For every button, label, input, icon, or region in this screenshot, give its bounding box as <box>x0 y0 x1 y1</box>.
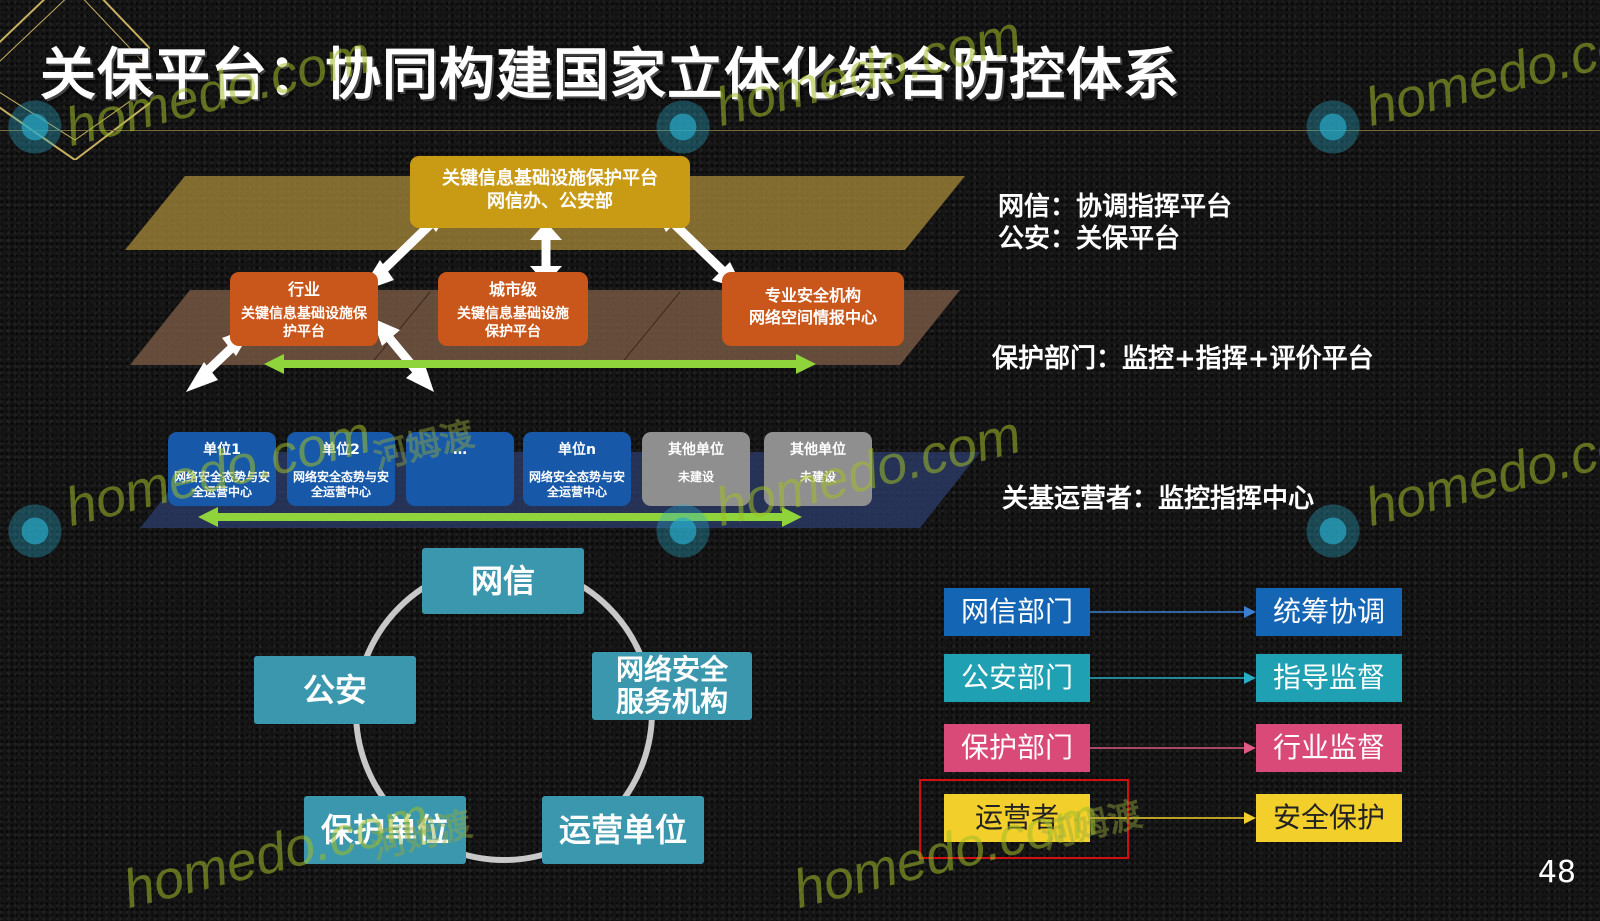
mid-layer-split-2 <box>619 291 681 366</box>
mid-box-city-sub: 关键信息基础设施保护平台 <box>457 306 569 340</box>
role-right-gongan: 指导监督 <box>1256 654 1402 702</box>
unit-box-other-1: 其他单位 未建设 <box>642 432 750 506</box>
unit-box-other-1-sub: 未建设 <box>677 469 714 484</box>
role-left-protection: 保护部门 <box>944 724 1090 772</box>
unit-box-ellipsis-title: … <box>453 442 467 458</box>
page-number: 48 <box>1537 855 1576 890</box>
role-left-operator: 运营者 <box>944 794 1090 842</box>
side-label-operator: 关基运营者：监控指挥中心 <box>1002 484 1315 514</box>
mid-box-city-title: 城市级 <box>488 280 537 299</box>
role-arrow-4 <box>1090 812 1256 824</box>
role-right-protection: 行业监督 <box>1256 724 1402 772</box>
top-platform-box: 关键信息基础设施保护平台 网信办、公安部 <box>410 156 690 228</box>
watermark-flower-icon <box>4 500 66 562</box>
top-platform-line2: 网信办、公安部 <box>487 190 613 212</box>
circle-node-wangxin: 网信 <box>422 548 584 614</box>
unit-box-other-2-title: 其他单位 <box>790 442 846 458</box>
unit-box-1-title: 单位1 <box>203 442 241 458</box>
arrow-industry-to-unit2 <box>372 318 434 392</box>
unit-box-other-2: 其他单位 未建设 <box>764 432 872 506</box>
page-title: 关保平台：协同构建国家立体化综合防控体系 <box>40 43 1180 108</box>
mid-box-agency: 专业安全机构 网络空间情报中心 <box>722 272 904 346</box>
circle-node-gongan: 公安 <box>254 656 416 724</box>
watermark-flower-icon <box>1302 500 1364 562</box>
mid-box-industry: 行业 关键信息基础设施保护平台 <box>230 272 378 346</box>
unit-box-2: 单位2 网络安全态势与安全运营中心 <box>287 432 395 506</box>
mid-box-agency-sub: 网络空间情报中心 <box>748 308 877 327</box>
circle-node-service-agency: 网络安全服务机构 <box>592 652 752 720</box>
role-arrow-3 <box>1090 742 1256 754</box>
mid-box-industry-sub: 关键信息基础设施保护平台 <box>241 306 367 340</box>
operator-highlight-frame <box>919 779 1129 859</box>
mid-box-city: 城市级 关键信息基础设施保护平台 <box>438 272 588 346</box>
side-label-wangxin: 网信：协调指挥平台 <box>998 192 1233 222</box>
green-arrow-units <box>198 507 802 527</box>
side-label-protection: 保护部门：监控+指挥+评价平台 <box>992 344 1374 374</box>
top-platform-line1: 关键信息基础设施保护平台 <box>442 168 658 189</box>
circle-node-protection-unit: 保护单位 <box>304 796 466 864</box>
watermark-flower-icon <box>652 500 714 562</box>
unit-box-other-2-sub: 未建设 <box>799 469 836 484</box>
role-arrows <box>919 606 1256 859</box>
unit-box-1: 单位1 网络安全态势与安全运营中心 <box>168 432 276 506</box>
mid-box-industry-title: 行业 <box>287 280 320 299</box>
mid-layer-split-1 <box>369 291 431 366</box>
side-label-gongan: 公安：关保平台 <box>998 224 1181 254</box>
role-right-wangxin: 统筹协调 <box>1256 588 1402 636</box>
watermark-flower-icon <box>652 96 714 158</box>
unit-box-n-title: 单位n <box>558 442 596 458</box>
unit-box-2-sub: 网络安全态势与安全运营中心 <box>292 469 389 499</box>
unit-box-2-title: 单位2 <box>322 442 360 458</box>
unit-box-n-sub: 网络安全态势与安全运营中心 <box>528 469 625 499</box>
role-left-wangxin: 网信部门 <box>944 588 1090 636</box>
role-arrow-1 <box>1090 606 1256 618</box>
role-right-operator: 安全保护 <box>1256 794 1402 842</box>
unit-box-other-1-title: 其他单位 <box>668 442 724 458</box>
role-left-gongan: 公安部门 <box>944 654 1090 702</box>
watermark-flower-icon <box>4 96 66 158</box>
unit-box-1-sub: 网络安全态势与安全运营中心 <box>173 469 270 499</box>
title-divider <box>0 130 1600 131</box>
watermark-flower-icon <box>1302 96 1364 158</box>
circle-node-operator-unit: 运营单位 <box>542 796 704 864</box>
unit-box-n: 单位n 网络安全态势与安全运营中心 <box>523 432 631 506</box>
role-arrow-2 <box>1090 672 1256 684</box>
mid-box-agency-title: 专业安全机构 <box>764 286 861 305</box>
unit-box-ellipsis: … <box>406 432 514 506</box>
green-arrow-mid <box>264 354 816 374</box>
